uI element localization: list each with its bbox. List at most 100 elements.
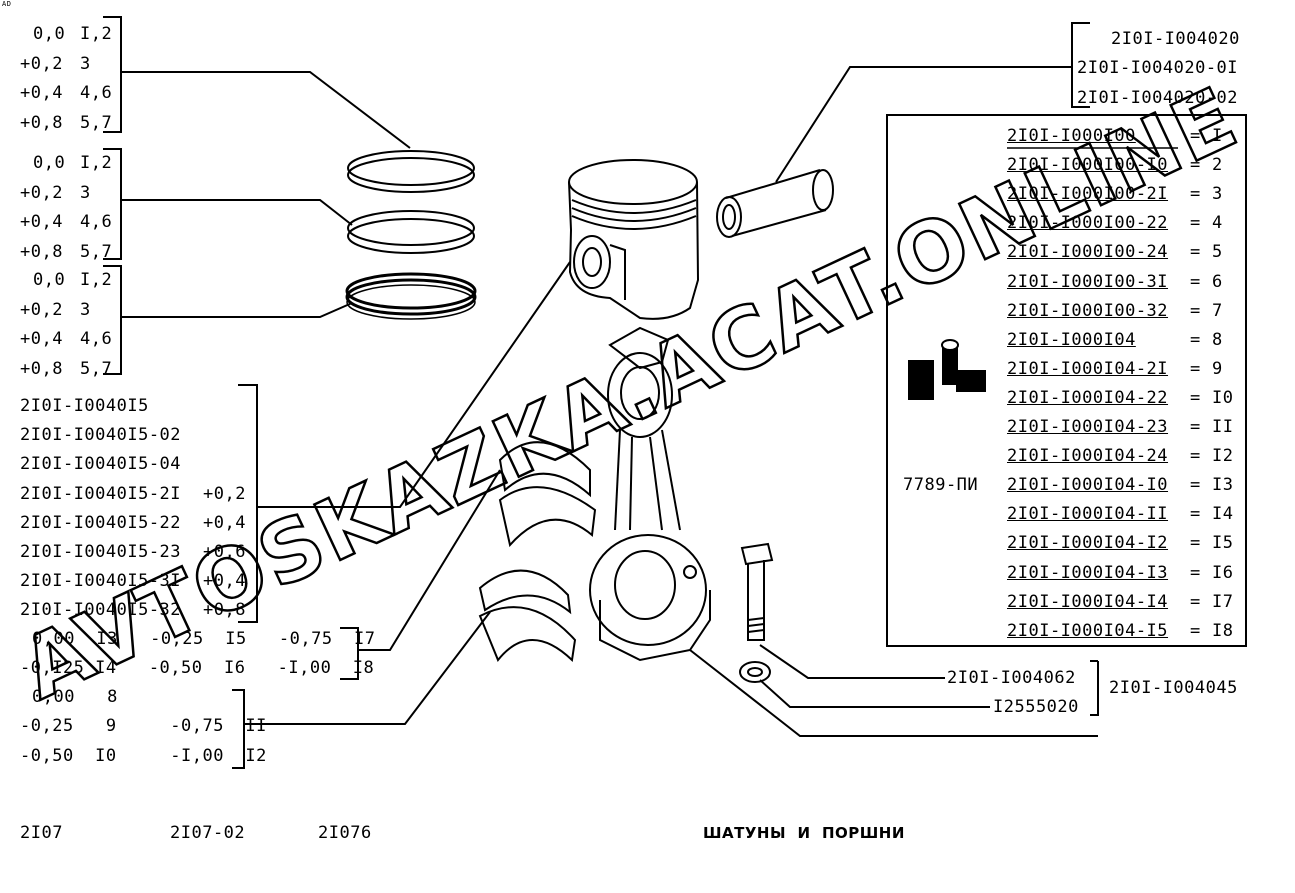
piston-part-index: I4 xyxy=(1212,504,1234,525)
ring-code: I,2 xyxy=(80,24,113,44)
piston-part-number: 2I0I-I000I00-3I xyxy=(1007,271,1169,292)
rod-leader xyxy=(257,261,571,508)
rod-part-number: 2I0I-I0040I5-2I xyxy=(20,483,182,504)
rod-bolt xyxy=(740,542,774,641)
equals-sign: = xyxy=(1190,213,1201,234)
piston xyxy=(568,159,700,320)
piston-part-index: 4 xyxy=(1212,213,1223,234)
piston-part-index: I7 xyxy=(1212,591,1234,612)
upper-bearing-row-2: -0,I25 I4 -0,50 I6 -I,00 I8 xyxy=(20,658,375,678)
model-1: 2I07 xyxy=(20,823,63,843)
equals-sign: = xyxy=(1190,300,1201,321)
measuring-tool-icon xyxy=(908,339,986,400)
rod-part-size: +0,2 xyxy=(203,483,246,504)
equals-sign: = xyxy=(1190,184,1201,205)
bolt-line xyxy=(759,644,945,679)
rod-part-number: 2I0I-I0040I5 xyxy=(20,396,149,416)
bolt-part: 2I0I-I004062 xyxy=(947,668,1076,688)
ring-code: 3 xyxy=(80,299,91,320)
piston-part-index: 2 xyxy=(1212,155,1223,176)
equals-sign: = xyxy=(1190,155,1201,176)
nut-part: I2555020 xyxy=(993,697,1079,717)
rod-part-size: +0,6 xyxy=(203,542,246,562)
rod-part-size: +0,4 xyxy=(203,571,246,592)
ring-2-leader xyxy=(121,199,353,226)
piston-ring-1 xyxy=(347,150,475,193)
equals-sign: = xyxy=(1190,533,1201,554)
ring-group-1-bracket xyxy=(103,16,122,133)
equals-sign: = xyxy=(1190,387,1201,408)
piston-part-number: 2I0I-I000I04-23 xyxy=(1007,417,1169,437)
lower-bearing-shell xyxy=(478,569,577,663)
ring-size: 0,0 xyxy=(33,270,66,290)
assembly-line xyxy=(689,649,1098,737)
ring-size: +0,2 xyxy=(20,182,63,203)
piston-pin xyxy=(716,169,834,238)
piston-part-number: 2I0I-I000I04-I2 xyxy=(1007,533,1169,554)
lower-bearing-row-3: -0,50 I0 -I,00 I2 xyxy=(20,746,267,766)
piston-part-index: 9 xyxy=(1212,358,1223,379)
rod-part-number: 2I0I-I0040I5-04 xyxy=(20,454,182,475)
bolt-leader xyxy=(1090,661,1099,716)
equals-sign: = xyxy=(1190,562,1201,583)
piston-part-number: 2I0I-I000I04-I4 xyxy=(1007,591,1169,612)
piston-part-index: I8 xyxy=(1212,620,1234,641)
piston-part-index: 6 xyxy=(1212,271,1223,292)
piston-part-index: 8 xyxy=(1212,329,1223,350)
piston-part-number: 2I0I-I000I04-22 xyxy=(1007,387,1169,408)
ring-code: 4,6 xyxy=(80,212,113,232)
ring-code: I,2 xyxy=(80,270,113,290)
pin-part-2: 2I0I-I004020-0I xyxy=(1077,58,1239,78)
ring-size: +0,8 xyxy=(20,358,63,379)
rod-parts-bracket xyxy=(238,384,258,623)
piston-part-number: 2I0I-I000I00-I0 xyxy=(1007,155,1169,176)
pin-part-1: 2I0I-I004020 xyxy=(1111,29,1240,49)
piston-part-index: 3 xyxy=(1212,184,1223,205)
model-3: 2I076 xyxy=(318,823,372,843)
rod-part-number: 2I0I-I0040I5-3I xyxy=(20,571,182,592)
ring-1-leader xyxy=(121,71,411,149)
piston-part-index: 7 xyxy=(1212,300,1223,321)
lower-bearing-row-1: 0,00 8 xyxy=(32,687,118,707)
piston-part-number: 2I0I-I000I04-I0 xyxy=(1007,475,1169,496)
piston-part-number: 2I0I-I000I04-I3 xyxy=(1007,562,1169,583)
piston-part-index: I3 xyxy=(1212,475,1234,496)
ring-3-leader xyxy=(121,302,353,318)
lower-bearing-bracket xyxy=(232,689,245,769)
rod-part-size: +0,4 xyxy=(203,512,246,533)
ring-code: 5,7 xyxy=(80,112,113,133)
equals-sign: = xyxy=(1190,358,1201,379)
equals-sign: = xyxy=(1190,271,1201,292)
piston-part-index: 5 xyxy=(1212,242,1223,263)
piston-part-number: 2I0I-I000I00-24 xyxy=(1007,242,1169,263)
ring-code: 4,6 xyxy=(80,83,113,103)
lower-bearing-leader xyxy=(244,611,491,725)
pin-leader xyxy=(775,66,1072,183)
piston-part-index: I0 xyxy=(1212,387,1234,408)
ring-code: 3 xyxy=(80,53,91,74)
tool-code: 7789-ПИ xyxy=(903,475,979,495)
ring-size: 0,0 xyxy=(33,153,66,173)
ring-group-3-bracket xyxy=(103,265,122,375)
model-2: 2I07-02 xyxy=(170,823,246,843)
ring-code: 5,7 xyxy=(80,358,113,379)
piston-part-number: 2I0I-I000I04 xyxy=(1007,329,1136,350)
piston-part-number: 2I0I-I000I00 xyxy=(1007,126,1136,146)
equals-sign: = xyxy=(1190,620,1201,641)
piston-table-frame xyxy=(886,114,1247,647)
ring-group-2-bracket xyxy=(103,148,122,260)
ring-code: I,2 xyxy=(80,153,113,173)
piston-part-number: 2I0I-I000I04-2I xyxy=(1007,358,1169,379)
corner-mark: AD xyxy=(2,0,12,8)
rod-part-number: 2I0I-I0040I5-02 xyxy=(20,425,182,446)
upper-bearing-bracket xyxy=(340,627,359,680)
pin-parts-bracket xyxy=(1071,22,1090,108)
equals-sign: = xyxy=(1190,242,1201,263)
piston-part-index: I6 xyxy=(1212,562,1234,583)
ring-size: +0,8 xyxy=(20,112,63,133)
pin-part-3: 2I0I-I004020-02 xyxy=(1077,88,1239,108)
nut-line xyxy=(759,679,990,708)
upper-bearing-shell xyxy=(498,441,597,548)
equals-sign: = xyxy=(1190,446,1201,467)
